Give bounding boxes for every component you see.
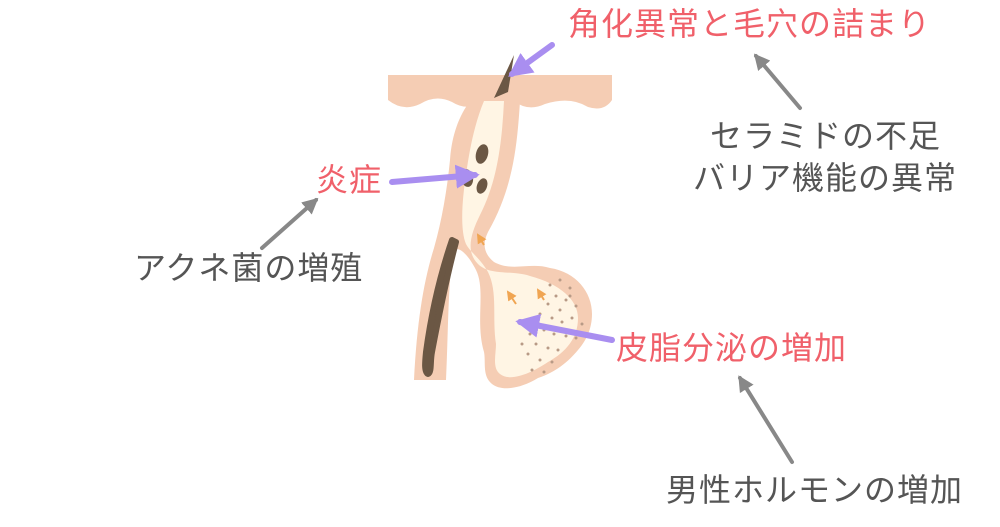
sebum-dot — [552, 332, 556, 336]
label-ceramide-line2: バリア機能の異常 — [693, 159, 958, 197]
gray-arrows — [260, 53, 802, 464]
sebum-dot — [520, 342, 524, 346]
sebum-dot — [526, 352, 530, 356]
sebum-dot — [546, 302, 550, 306]
sebum-dot — [554, 294, 558, 298]
sebum-dot — [564, 298, 568, 302]
sebum-dot — [580, 322, 584, 326]
sebum-dot — [560, 320, 564, 324]
sebum-dot — [568, 286, 572, 290]
arrow-keratinization — [508, 42, 555, 77]
label-inflammation: 炎症 — [316, 161, 383, 199]
sebum-dot — [528, 332, 532, 336]
sebum-dot — [530, 368, 534, 372]
sebum-dot — [542, 370, 546, 374]
sebum-dot — [538, 312, 542, 316]
arrow-inflammation — [389, 164, 480, 189]
arrow-ceramide — [753, 53, 802, 110]
sebum-dot — [570, 316, 574, 320]
sebum-dot — [574, 336, 578, 340]
sebum-dot — [568, 294, 572, 298]
sebum-dot — [534, 342, 538, 346]
sebum-dot — [550, 316, 554, 320]
label-sebum: 皮脂分泌の増加 — [616, 329, 848, 367]
sebum-dot — [564, 334, 568, 338]
sebum-dot — [538, 358, 542, 362]
sebum-dot — [574, 304, 578, 308]
sebum-dot — [558, 308, 562, 312]
sebum-flow-arrows — [476, 233, 547, 305]
label-hormone: 男性ホルモンの増加 — [666, 471, 964, 509]
sebum-dot — [550, 360, 554, 364]
label-acne-bacteria: アクネ菌の増殖 — [134, 249, 364, 287]
follicle-inner — [462, 101, 578, 378]
arrow-hormone — [738, 375, 794, 464]
sebum-dot — [556, 348, 560, 352]
arrow-acne-bacteria — [260, 197, 319, 250]
sebum-dot — [548, 283, 552, 287]
sebum-dot — [558, 278, 562, 282]
sebum-dots — [520, 278, 584, 374]
sebum-dot — [546, 346, 550, 350]
arrow-sebum — [515, 313, 615, 343]
purple-arrows — [389, 42, 615, 343]
hair-root — [422, 237, 459, 377]
label-keratinization: 角化異常と毛穴の詰まり — [568, 5, 932, 43]
label-ceramide-line1: セラミドの不足 — [710, 117, 942, 155]
